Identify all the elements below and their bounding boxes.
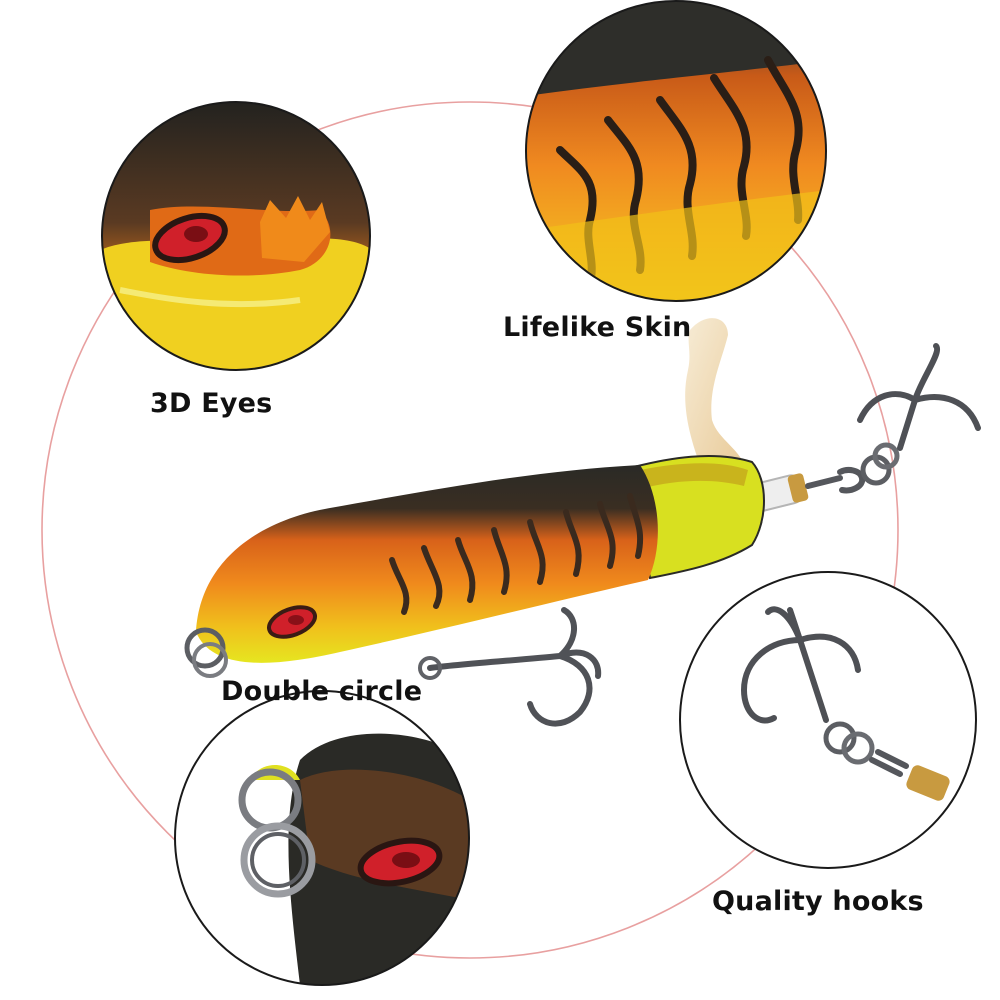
zoom-ring — [174, 690, 470, 986]
lure-stripes — [389, 493, 644, 615]
lure-rear-hook — [857, 343, 981, 451]
zoom-skin — [525, 0, 827, 302]
lure-rear-body — [628, 455, 765, 580]
lure-tail — [685, 318, 746, 478]
label-3d-eyes: 3D Eyes — [150, 388, 273, 419]
lure-belly-hook — [427, 607, 602, 727]
label-double-circle: Double circle — [221, 676, 423, 707]
zoom-eyes — [101, 101, 371, 371]
lure-body — [196, 465, 658, 663]
zoom-hooks — [679, 571, 977, 869]
label-quality-hooks: Quality hooks — [712, 886, 924, 917]
label-lifelike-skin: Lifelike Skin — [503, 312, 692, 343]
main-lure — [184, 318, 981, 727]
lure-swivel — [805, 467, 866, 494]
guide-circle — [41, 101, 899, 959]
